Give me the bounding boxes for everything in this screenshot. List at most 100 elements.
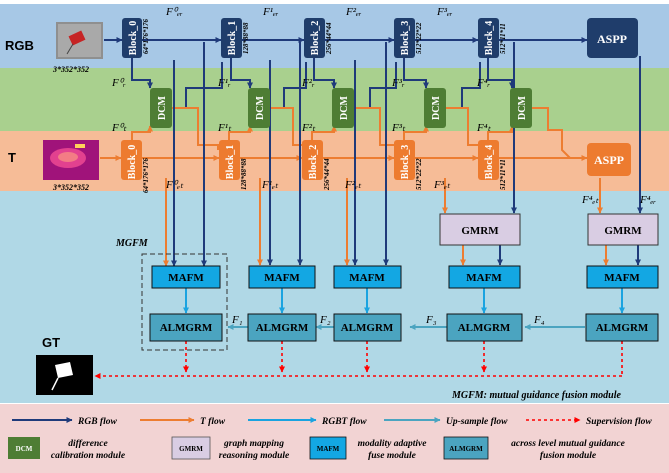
t-block-3: Block_3 [394, 140, 415, 180]
fer-0-label: F⁰ₑᵣ [165, 6, 183, 18]
dcm-1-label: DCM [255, 96, 266, 120]
rgb-size-2: 256*44*44 [325, 22, 333, 55]
gmrm-1: GMRM [439, 213, 521, 246]
rgb-block-1-label: Block_1 [227, 21, 238, 55]
rgb-aspp-label: ASPP [597, 32, 627, 46]
legend-mafm-desc-1: modality adaptive [358, 439, 428, 449]
ft-2-label: F²ₜ [301, 122, 316, 134]
dcm-2-label: DCM [339, 96, 350, 120]
t-block-2: Block_2 [302, 140, 323, 180]
legend-t-flow-label: T flow [200, 417, 226, 427]
fr-3-label: F³ᵣ [391, 77, 405, 89]
fer-2-label: F²ₑᵣ [345, 6, 362, 18]
fusion-f3-label: F₃ [425, 314, 437, 326]
fusion-band [0, 191, 669, 403]
t-size-2: 256*44*44 [323, 158, 331, 191]
legend-rgbt-flow-label: RGBT flow [321, 417, 367, 427]
almgrm-1-label: ALMGRM [256, 322, 309, 334]
almgrm-0: ALMGRM [149, 313, 223, 342]
rgb-block-2-label: Block_2 [310, 21, 321, 55]
mafm-4-label: MAFM [604, 272, 640, 284]
legend-gmrm: GMRM graph mapping reasoning module [171, 436, 290, 461]
fet-2-label: F²ₑₜ [344, 179, 362, 191]
t-size-3: 512*22*22 [415, 158, 423, 190]
rgb-block-4: Block_4 [478, 18, 499, 58]
rgb-block-2: Block_2 [304, 18, 325, 58]
mafm-0-label: MAFM [168, 272, 204, 284]
almgrm-4: ALMGRM [585, 313, 659, 342]
mafm-3-label: MAFM [466, 272, 502, 284]
stage-3-links [403, 58, 429, 142]
legend-gmrm-box-label: GMRM [179, 445, 203, 453]
stage-2-links [311, 58, 337, 142]
gmrm-1-label: GMRM [461, 225, 499, 237]
fr-1-label: F¹ᵣ [217, 77, 231, 89]
dcm-4: DCM [510, 88, 532, 128]
t-block-4: Block_4 [478, 140, 499, 180]
gt-row-label: GT [42, 335, 60, 350]
t-block-2-label: Block_2 [308, 145, 319, 179]
fr-0-label: F⁰ᵣ [111, 77, 126, 89]
thermal-image-thumbnail [43, 140, 99, 180]
fet-0-label: F⁰ₑₜ [165, 179, 184, 191]
dcm-0: DCM [150, 88, 172, 128]
rgb-block-1: Block_1 [221, 18, 242, 58]
ground-truth-mask [36, 355, 93, 395]
mafm-1: MAFM [248, 265, 316, 289]
almgrm-3: ALMGRM [446, 313, 523, 342]
legend-dcm: DCM difference calibration module [8, 437, 126, 461]
t-aspp-label: ASPP [594, 153, 624, 167]
rgb-size-1: 128*88*88 [242, 22, 250, 54]
rgb-input-size: 3*352*352 [52, 65, 89, 74]
stage-1-links [228, 58, 253, 142]
fet-1-label: F¹ₑₜ [261, 179, 279, 191]
gmrm-2: GMRM [587, 213, 659, 246]
ft-3-label: F³ₜ [391, 122, 406, 134]
ft-4-label: F⁴ₜ [476, 122, 492, 134]
rgb-block-3: Block_3 [394, 18, 415, 58]
legend-gmrm-desc-1: graph mapping [223, 439, 284, 449]
almgrm-1: ALMGRM [247, 313, 317, 342]
almgrm-2-label: ALMGRM [341, 322, 394, 334]
t-size-1: 128*88*88 [240, 158, 248, 190]
legend-dcm-desc-1: difference [68, 439, 108, 449]
dcm-2: DCM [332, 88, 354, 128]
rgb-block-3-label: Block_3 [400, 21, 411, 55]
almgrm-2: ALMGRM [333, 313, 402, 342]
rgb-block-4-label: Block_4 [484, 21, 495, 55]
legend-gmrm-desc-2: reasoning module [219, 451, 290, 461]
rgb-aspp: ASPP [587, 18, 638, 58]
ft-1-label: F¹ₜ [217, 122, 232, 134]
fusion-f4-label: F₄ [533, 314, 545, 326]
legend-dcm-box-label: DCM [16, 445, 33, 453]
almgrm-0-label: ALMGRM [160, 322, 213, 334]
legend-almgrm: ALMGRM across level mutual guidance fusi… [443, 436, 626, 461]
rgb-band [0, 4, 669, 68]
legend-almgrm-desc-2: fusion module [540, 451, 597, 461]
t-block-0-label: Block_0 [127, 145, 138, 179]
legend-rgbt-flow: RGBT flow [248, 417, 367, 427]
dcm-3: DCM [424, 88, 446, 128]
mafm-2: MAFM [333, 265, 402, 289]
fet-3-label: F³ₑₜ [433, 179, 451, 191]
rgb-block-0-label: Block_0 [128, 21, 139, 55]
fr-2-label: F²ᵣ [301, 77, 315, 89]
legend-almgrm-desc-1: across level mutual guidance [511, 439, 626, 449]
t-block-3-label: Block_3 [400, 145, 411, 179]
t-size-0: 64*176*176 [142, 158, 150, 194]
t-block-4-label: Block_4 [484, 145, 495, 179]
rgb-size-0: 64*176*176 [142, 19, 150, 55]
legend-mafm: MAFM modality adaptive fuse module [309, 436, 428, 461]
t-block-1-label: Block_1 [225, 145, 236, 179]
dcm-3-label: DCM [431, 96, 442, 120]
fer-1-label: F¹ₑᵣ [262, 6, 279, 18]
t-block-1: Block_1 [219, 140, 240, 180]
aspp-fer-label: F⁴ₑᵣ [639, 194, 656, 206]
rgb-size-4: 512*11*11 [499, 23, 507, 54]
rgb-block-0: Block_0 [122, 18, 142, 58]
legend-dcm-desc-2: calibration module [51, 451, 126, 461]
mafm-3: MAFM [448, 265, 521, 289]
mafm-2-label: MAFM [349, 272, 385, 284]
legend-mafm-desc-2: fuse module [368, 451, 417, 461]
